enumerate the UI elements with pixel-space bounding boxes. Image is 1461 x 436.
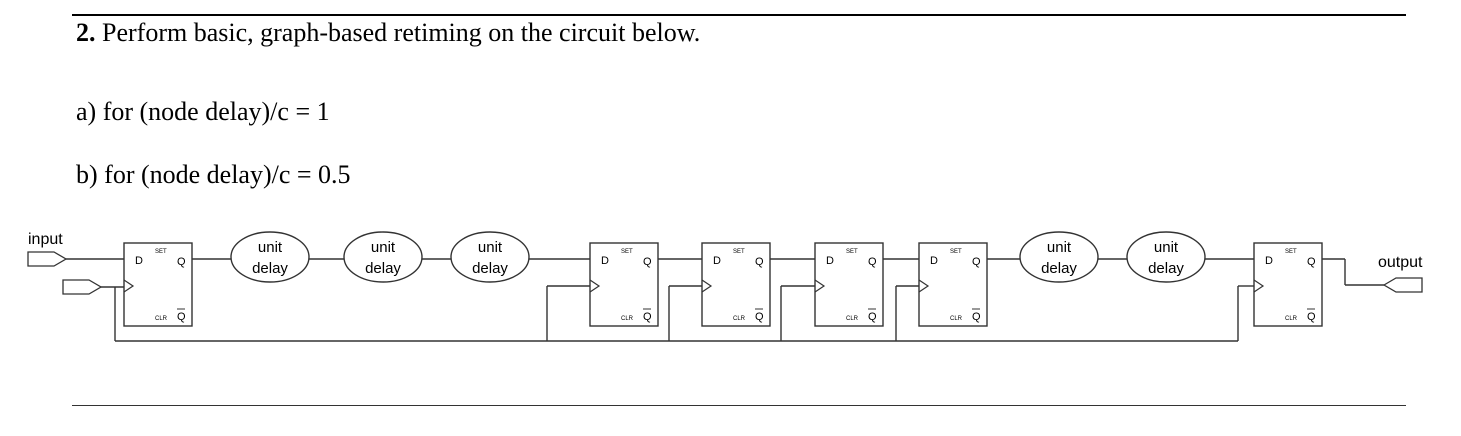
flip-flop-body	[589, 242, 659, 327]
q-pin-label: Q	[177, 256, 186, 268]
set-pin-label: SET	[155, 249, 167, 255]
unit-delay-ellipse	[450, 231, 530, 283]
set-pin-label: SET	[950, 249, 962, 255]
clr-pin-label: CLR	[621, 316, 634, 322]
problem-statement: Perform basic, graph-based retiming on t…	[102, 18, 701, 47]
qbar-pin-label: Q	[755, 311, 764, 323]
unit-delay-ellipse	[1019, 231, 1099, 283]
clock-input-marker	[701, 279, 713, 293]
set-pin-label: SET	[846, 249, 858, 255]
qbar-pin-label: Q	[643, 311, 652, 323]
unit-delay-label-line1: unit	[1154, 239, 1179, 256]
clock-input-marker	[814, 279, 826, 293]
unit-delay-ellipse	[343, 231, 423, 283]
d-pin-label: D	[713, 255, 721, 267]
clock-port	[62, 279, 103, 295]
unit-delay-node	[343, 231, 423, 283]
output-label: output	[1378, 254, 1423, 271]
q-pin-label: Q	[972, 256, 981, 268]
input-label: input	[28, 231, 63, 248]
circuit-components: D Q SET CLR Q D Q SET CLR Q D Q SET CLR Q D Q SET CLR Q D Q SE…	[27, 231, 1423, 327]
output-port	[1382, 277, 1423, 293]
q-pin-label: Q	[1307, 256, 1316, 268]
d-pin-label: D	[826, 255, 834, 267]
unit-delay-label-line1: unit	[1047, 239, 1072, 256]
part-b: b) for (node delay)/c = 0.5	[76, 160, 351, 189]
part-a: a) for (node delay)/c = 1	[76, 97, 330, 126]
unit-delay-node	[1019, 231, 1099, 283]
set-pin-label: SET	[1285, 249, 1297, 255]
flip-flop-body	[701, 242, 771, 327]
flip-flop-body	[123, 242, 193, 327]
unit-delay-label-line1: unit	[258, 239, 283, 256]
qbar-pin-label: Q	[1307, 311, 1316, 323]
bottom-rule	[72, 405, 1406, 406]
clr-pin-label: CLR	[155, 316, 168, 322]
set-pin-label: SET	[733, 249, 745, 255]
qbar-pin-label: Q	[972, 311, 981, 323]
unit-delay-label-line2: delay	[365, 260, 401, 277]
unit-delay-ellipse	[1126, 231, 1206, 283]
unit-delay-node	[450, 231, 530, 283]
unit-delay-label-line2: delay	[252, 260, 288, 277]
clock-input-marker	[589, 279, 601, 293]
unit-delay-label-line2: delay	[1148, 260, 1184, 277]
clr-pin-label: CLR	[1285, 316, 1298, 322]
flip-flop	[589, 242, 659, 327]
flip-flop	[1253, 242, 1323, 327]
unit-delay-node	[1126, 231, 1206, 283]
q-pin-label: Q	[868, 256, 877, 268]
flip-flop	[701, 242, 771, 327]
clock-input-marker	[918, 279, 930, 293]
d-pin-label: D	[1265, 255, 1273, 267]
clock-input-marker	[1253, 279, 1265, 293]
flip-flop-body	[1253, 242, 1323, 327]
q-pin-label: Q	[755, 256, 764, 268]
flip-flop	[123, 242, 193, 327]
qbar-pin-label: Q	[177, 311, 186, 323]
unit-delay-label-line1: unit	[371, 239, 396, 256]
flip-flop-body	[918, 242, 988, 327]
d-pin-label: D	[601, 255, 609, 267]
problem-heading: 2. Perform basic, graph-based retiming o…	[76, 18, 700, 48]
set-pin-label: SET	[621, 249, 633, 255]
qbar-pin-label: Q	[868, 311, 877, 323]
problem-number: 2.	[76, 18, 96, 47]
unit-delay-label-line1: unit	[478, 239, 503, 256]
clr-pin-label: CLR	[846, 316, 859, 322]
flip-flop	[918, 242, 988, 327]
d-pin-label: D	[930, 255, 938, 267]
input-port	[27, 251, 68, 267]
flip-flop-body	[814, 242, 884, 327]
unit-delay-label-line2: delay	[472, 260, 508, 277]
unit-delay-ellipse	[230, 231, 310, 283]
top-rule	[72, 14, 1406, 16]
unit-delay-label-line2: delay	[1041, 260, 1077, 277]
d-pin-label: D	[135, 255, 143, 267]
circuit-wires	[66, 258, 1384, 342]
unit-delay-node	[230, 231, 310, 283]
clr-pin-label: CLR	[733, 316, 746, 322]
clr-pin-label: CLR	[950, 316, 963, 322]
q-pin-label: Q	[643, 256, 652, 268]
clock-input-marker	[123, 279, 135, 293]
flip-flop	[814, 242, 884, 327]
